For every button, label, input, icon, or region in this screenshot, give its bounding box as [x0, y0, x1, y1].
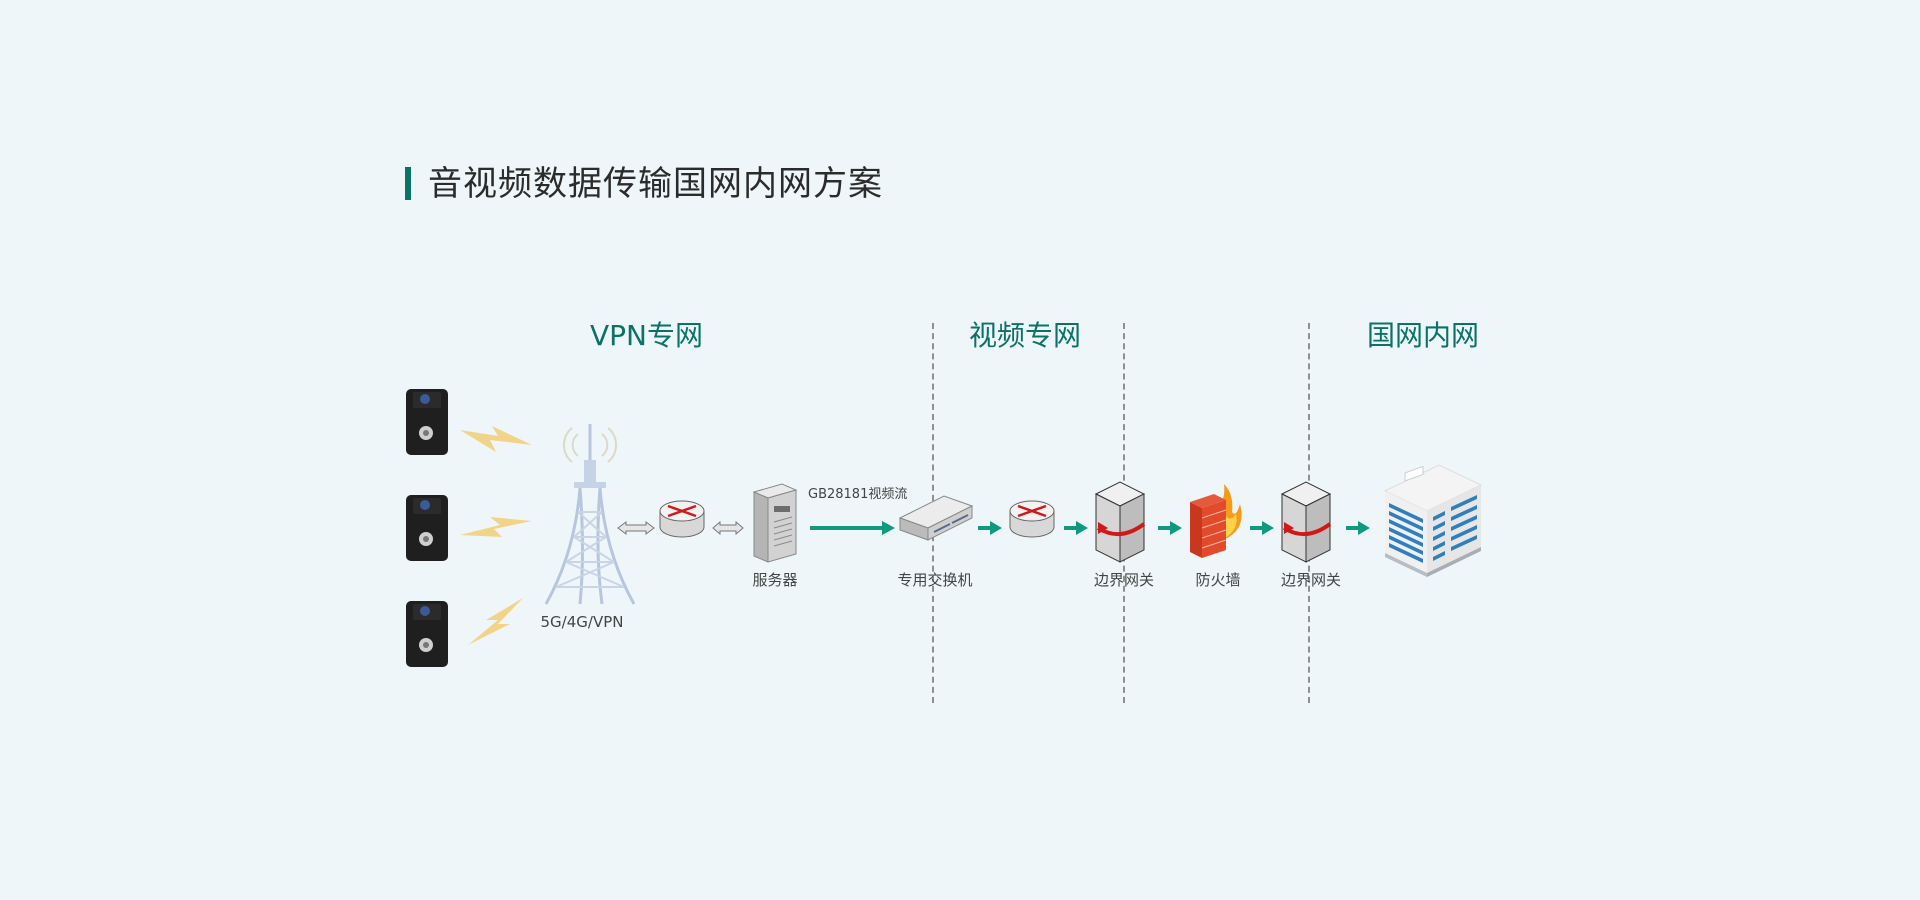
body-camera-icon	[406, 389, 448, 455]
server-icon	[752, 483, 798, 563]
switch-icon	[898, 495, 974, 541]
zone-label-grid-intranet: 国网内网	[1367, 319, 1480, 352]
gateway-label: 边界网关	[1093, 571, 1155, 589]
title-accent-bar	[405, 167, 411, 200]
lightning-icon	[468, 598, 523, 645]
cell-tower-icon	[544, 424, 636, 605]
firewall-label: 防火墙	[1195, 571, 1241, 589]
router-icon	[659, 500, 705, 538]
server-label: 服务器	[752, 571, 798, 589]
building-icon	[1383, 464, 1483, 577]
bidirectional-arrow-icon	[617, 521, 655, 535]
flow-arrow-icon	[1346, 521, 1370, 535]
flow-arrow-icon	[978, 521, 1002, 535]
body-camera-icon	[406, 601, 448, 667]
tower-label: 5G/4G/VPN	[540, 613, 624, 631]
page-title: 音视频数据传输国网内网方案	[428, 164, 883, 204]
flow-arrow-icon	[810, 521, 895, 535]
stream-label: GB28181视频流	[808, 487, 908, 502]
flow-arrow-icon	[1158, 521, 1182, 535]
zone-label-vpn: VPN专网	[590, 319, 703, 352]
switch-label: 专用交换机	[897, 571, 973, 589]
bidirectional-arrow-icon	[712, 520, 744, 536]
gateway-icon	[1280, 481, 1332, 563]
lightning-icon	[460, 426, 532, 452]
flow-arrow-icon	[1064, 521, 1088, 535]
gateway-icon	[1094, 481, 1146, 563]
router-icon	[1009, 500, 1055, 538]
firewall-icon	[1190, 484, 1242, 558]
zone-label-video: 视频专网	[969, 319, 1082, 352]
lightning-icon	[460, 517, 532, 537]
gateway-label: 边界网关	[1280, 571, 1342, 589]
body-camera-icon	[406, 495, 448, 561]
flow-arrow-icon	[1250, 521, 1274, 535]
